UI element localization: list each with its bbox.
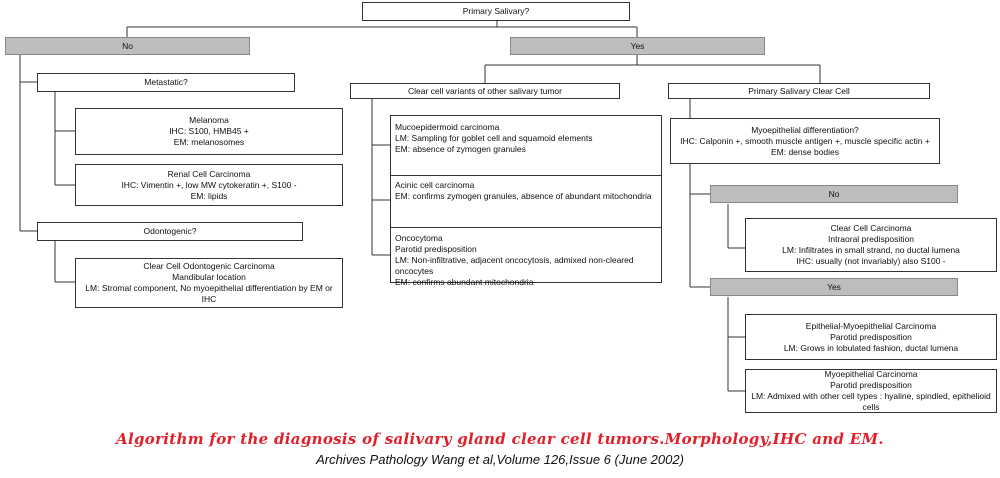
acinic-em: EM: confirms zymogen granules, absence o… xyxy=(395,191,652,201)
odontogenic-lm: LM: Stromal component, No myoepithelial … xyxy=(85,283,333,304)
caption-title: Algorithm for the diagnosis of salivary … xyxy=(116,430,884,448)
melanoma-box: Melanoma IHC: S100, HMB45 + EM: melanoso… xyxy=(75,108,343,155)
oncocytoma-parotid: Parotid predisposition xyxy=(395,244,477,254)
myo-carcinoma-parotid: Parotid predisposition xyxy=(830,380,912,390)
myoepithelial-em: EM: dense bodies xyxy=(770,146,840,157)
mucoepidermoid-em: EM: absence of zymogen granules xyxy=(395,144,526,154)
odontogenic-question-box: Odontogenic? xyxy=(37,222,303,241)
oncocytoma-em: EM: confirms abundant mitochondria xyxy=(395,277,534,287)
root-question: Primary Salivary? xyxy=(462,6,530,16)
primary-clear-header-box: Primary Salivary Clear Cell xyxy=(668,83,930,99)
metastatic-question: Metastatic? xyxy=(144,77,188,87)
yes-label: Yes xyxy=(630,40,645,51)
odontogenic-title: Clear Cell Odontogenic Carcinoma xyxy=(143,261,275,271)
oncocytoma-lm: LM: Non-infiltrative, adjacent oncocytos… xyxy=(395,255,634,276)
no-branch-bar: No xyxy=(5,37,250,55)
no-label: No xyxy=(122,40,133,51)
clear-cell-location: Intraoral predisposition xyxy=(828,234,914,244)
renal-ihc: IHC: Vimentin +, low MW cytokeratin +, S… xyxy=(121,179,297,190)
myoepithelial-box: Myoepithelial differentiation? IHC: Calp… xyxy=(670,118,940,164)
caption-subtitle: Archives Pathology Wang et al,Volume 126… xyxy=(316,452,684,467)
myo-carcinoma-title: Myoepithelial Carcinoma xyxy=(824,369,918,379)
mucoepidermoid-lm: LM: Sampling for goblet cell and squamoi… xyxy=(395,133,593,143)
variants-divider-1 xyxy=(391,175,661,176)
acinic-title: Acinic cell carcinoma xyxy=(395,180,475,190)
variants-header-box: Clear cell variants of other salivary tu… xyxy=(350,83,620,99)
oncocytoma-section: Oncocytoma Parotid predisposition LM: No… xyxy=(395,233,659,288)
root-question-box: Primary Salivary? xyxy=(362,2,630,21)
mucoepidermoid-section: Mucoepidermoid carcinoma LM: Sampling fo… xyxy=(395,122,659,155)
epithelial-title: Epithelial-Myoepithelial Carcinoma xyxy=(805,320,937,331)
odontogenic-question: Odontogenic? xyxy=(143,226,197,236)
epithelial-lm: LM: Grows in lobulated fashion, ductal l… xyxy=(783,342,959,353)
myo-yes-bar: Yes xyxy=(710,278,958,296)
mucoepidermoid-title: Mucoepidermoid carcinoma xyxy=(395,122,500,132)
renal-em: EM: lipids xyxy=(190,190,228,201)
myo-no-bar: No xyxy=(710,185,958,203)
metastatic-question-box: Metastatic? xyxy=(37,73,295,92)
renal-box: Renal Cell Carcinoma IHC: Vimentin +, lo… xyxy=(75,164,343,206)
variants-divider-2 xyxy=(391,227,661,228)
myo-yes-label: Yes xyxy=(827,281,841,292)
myoepithelial-ihc: IHC: Calponin +, smooth muscle antigen +… xyxy=(680,135,930,146)
myo-no-label: No xyxy=(828,188,840,199)
melanoma-ihc: IHC: S100, HMB45 + xyxy=(169,126,249,136)
odontogenic-location: Mandibular location xyxy=(172,272,246,282)
clear-cell-ihc: IHC: usually (not invariably) also S100 … xyxy=(796,256,946,266)
melanoma-em: EM: melanosomes xyxy=(173,137,245,147)
myoepithelial-carcinoma-box: Myoepithelial Carcinoma Parotid predispo… xyxy=(745,369,997,413)
myo-carcinoma-lm: LM: Admixed with other cell types : hyal… xyxy=(751,391,991,412)
melanoma-title: Melanoma xyxy=(189,115,229,125)
yes-branch-bar: Yes xyxy=(510,37,765,55)
variants-group-box: Mucoepidermoid carcinoma LM: Sampling fo… xyxy=(390,115,662,287)
epithelial-myoepithelial-box: Epithelial-Myoepithelial Carcinoma Parot… xyxy=(745,314,997,360)
clear-cell-lm: LM: Infiltrates in small strand, no duct… xyxy=(782,245,960,255)
clear-cell-carcinoma-box: Clear Cell Carcinoma Intraoral predispos… xyxy=(745,218,997,272)
oncocytoma-title: Oncocytoma xyxy=(395,233,443,243)
primary-clear-header: Primary Salivary Clear Cell xyxy=(748,85,850,96)
clear-cell-title: Clear Cell Carcinoma xyxy=(830,223,912,233)
epithelial-parotid: Parotid predisposition xyxy=(830,331,912,342)
renal-title: Renal Cell Carcinoma xyxy=(167,168,251,179)
odontogenic-result-box: Clear Cell Odontogenic Carcinoma Mandibu… xyxy=(75,258,343,308)
myoepithelial-question: Myoepithelial differentiation? xyxy=(751,124,859,135)
acinic-section: Acinic cell carcinoma EM: confirms zymog… xyxy=(395,180,659,202)
variants-header: Clear cell variants of other salivary tu… xyxy=(407,85,562,96)
